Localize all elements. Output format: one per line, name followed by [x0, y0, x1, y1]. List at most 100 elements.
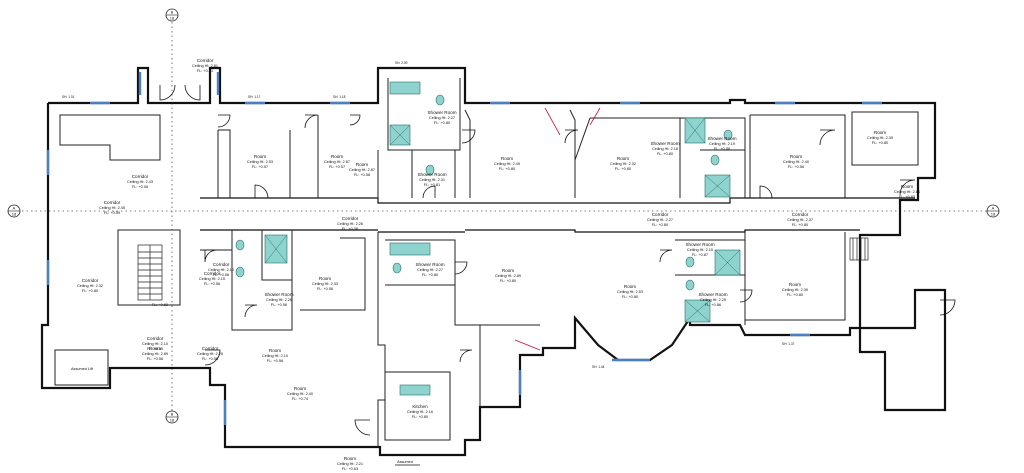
grid-marker-bottom-sheet: 18 [170, 418, 175, 423]
sill-tag: SH: 1.01 [62, 95, 75, 99]
svg-text:FL: +0.56: FL: +0.56 [788, 165, 804, 169]
corridor-walls [200, 197, 915, 233]
svg-text:Room: Room [901, 184, 913, 189]
svg-text:Ceiling Ht: 2.49: Ceiling Ht: 2.49 [494, 162, 520, 166]
grid-marker-right: A 18 [986, 204, 1000, 218]
svg-text:Ceiling Ht: 2.27: Ceiling Ht: 2.27 [647, 218, 673, 222]
svg-text:Ceiling Ht: 2.53: Ceiling Ht: 2.53 [247, 160, 273, 164]
svg-text:Ceiling Ht: 2.87: Ceiling Ht: 2.87 [349, 168, 375, 172]
sill-tag: SH: 1.18 [333, 95, 346, 99]
svg-text:Ceiling Ht: 2.26: Ceiling Ht: 2.26 [337, 222, 363, 226]
svg-text:FL: +0.06: FL: +0.06 [132, 185, 148, 189]
svg-text:Corridor: Corridor [204, 271, 221, 276]
svg-text:Ceiling Ht: 2.25: Ceiling Ht: 2.25 [700, 298, 726, 302]
svg-text:Ceiling Ht: 2.32: Ceiling Ht: 2.32 [77, 284, 103, 288]
svg-text:Corridor: Corridor [342, 216, 359, 221]
svg-text:Ceiling Ht: 2.25: Ceiling Ht: 2.25 [197, 352, 223, 356]
svg-text:Shower Room: Shower Room [427, 110, 456, 115]
svg-text:FL: +0.56: FL: +0.56 [204, 282, 220, 286]
svg-text:Ceiling Ht: 2.18: Ceiling Ht: 2.18 [652, 147, 678, 151]
svg-text:Shower Room: Shower Room [415, 262, 444, 267]
stair [137, 237, 869, 301]
svg-text:FL: +0.80: FL: +0.80 [615, 167, 631, 171]
windows [46, 72, 882, 425]
svg-text:FL: +0.57: FL: +0.57 [329, 165, 345, 169]
sill-tag: SH: 1.17 [248, 95, 261, 99]
svg-text:Room: Room [149, 346, 161, 351]
svg-text:FL: +0.80: FL: +0.80 [500, 279, 516, 283]
svg-text:FL: +0.63: FL: +0.63 [342, 467, 358, 471]
svg-text:Ceiling Ht: 2.45: Ceiling Ht: 2.45 [99, 206, 125, 210]
svg-text:Ceiling Ht: 2.87: Ceiling Ht: 2.87 [324, 160, 350, 164]
svg-text:FL: +0.80: FL: +0.80 [422, 273, 438, 277]
grid-marker-right-label: A [992, 206, 995, 211]
svg-text:FL: +0.81: FL: +0.81 [424, 183, 440, 187]
assumed-wall-label: Assumed [397, 460, 413, 464]
svg-text:Room: Room [789, 282, 801, 287]
svg-text:Corridor: Corridor [132, 174, 149, 179]
svg-text:Ceiling Ht: 2.33: Ceiling Ht: 2.33 [312, 282, 338, 286]
svg-text:Room: Room [319, 276, 331, 281]
svg-text:Ceiling Ht: 2.40: Ceiling Ht: 2.40 [783, 160, 809, 164]
svg-text:Ceiling Ht: 2.21: Ceiling Ht: 2.21 [337, 462, 363, 466]
grid-marker-bottom: B 18 [165, 410, 179, 424]
svg-text:FL: +0.80: FL: +0.80 [787, 293, 803, 297]
svg-text:Shower Room: Shower Room [707, 136, 736, 141]
svg-text:Ceiling Ht: 2.39: Ceiling Ht: 2.39 [867, 136, 893, 140]
svg-text:FL: +0.80: FL: +0.80 [412, 415, 428, 419]
svg-text:FL: +0.80: FL: +0.80 [792, 223, 808, 227]
grid-marker-top-sheet: 18 [170, 16, 175, 21]
svg-text:Shower Room: Shower Room [650, 141, 679, 146]
svg-text:Ceiling Ht: 2.43: Ceiling Ht: 2.43 [127, 180, 153, 184]
doors [159, 84, 956, 436]
svg-text:FL: +0.56: FL: +0.56 [213, 273, 229, 277]
svg-text:Room: Room [294, 386, 306, 391]
svg-text:FL: +0.80: FL: +0.80 [652, 223, 668, 227]
svg-text:FL: +0.56: FL: +0.56 [271, 303, 287, 307]
svg-text:FL: +0.58: FL: +0.58 [354, 173, 370, 177]
assumed-lift-label: Assumed Lift [71, 367, 94, 371]
svg-text:Ceiling Ht: 2.26: Ceiling Ht: 2.26 [266, 298, 292, 302]
svg-text:FL: +0.88: FL: +0.88 [714, 147, 730, 151]
north-rooms-walls [59, 78, 919, 198]
sill-tag: SH: 1.44 [592, 365, 605, 369]
svg-text:Room: Room [624, 284, 636, 289]
svg-text:FL: +0.86: FL: +0.86 [705, 303, 721, 307]
svg-text:Shower Room: Shower Room [417, 172, 446, 177]
svg-text:FL: +0.80: FL: +0.80 [434, 121, 450, 125]
svg-text:Ceiling Ht: 2.81: Ceiling Ht: 2.81 [192, 64, 218, 68]
svg-text:Room: Room [356, 162, 368, 167]
svg-text:Ceiling Ht: 2.10: Ceiling Ht: 2.10 [208, 268, 234, 272]
svg-text:Ceiling Ht: 2.53: Ceiling Ht: 2.53 [617, 290, 643, 294]
svg-text:Room: Room [501, 156, 513, 161]
sanitary-fixtures [235, 81, 741, 396]
svg-text:Corridor: Corridor [82, 278, 99, 283]
